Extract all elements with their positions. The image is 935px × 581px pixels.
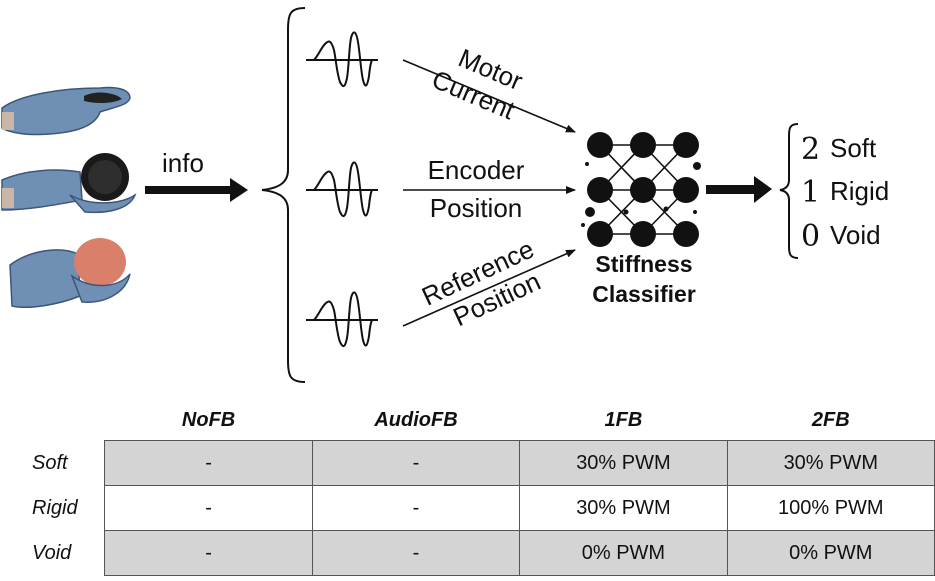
table-cell: 30% PWM: [519, 440, 728, 486]
table-cell: -: [311, 485, 521, 531]
output-value-soft: 2: [801, 132, 820, 167]
column-header-1fb: 1FB: [604, 408, 643, 431]
input-brace: [261, 7, 306, 383]
output-brace: [779, 123, 799, 259]
table-cell: -: [104, 440, 313, 486]
table-cell: -: [104, 485, 313, 531]
table-cell: -: [311, 440, 521, 486]
row-header-soft: Soft: [32, 451, 68, 474]
output-value-void: 0: [801, 219, 820, 254]
output-label-rigid: Rigid: [830, 176, 889, 206]
table-row-void: Void - - 0% PWM 0% PWM: [10, 530, 935, 576]
column-header-audiofb: AudioFB: [374, 408, 458, 431]
table-cell: 100% PWM: [726, 485, 935, 531]
encoder-position-label-line2: Position: [430, 193, 523, 223]
reference-position-arrow: [402, 249, 576, 327]
table-cell: -: [311, 530, 521, 576]
hand-pinch-image: [1, 86, 131, 136]
column-header-2fb: 2FB: [811, 408, 850, 431]
neural-network-icon: [581, 132, 701, 247]
hand-soft-object-image: [9, 238, 131, 309]
table-cell: 30% PWM: [726, 440, 935, 486]
table-row-rigid: Rigid - - 30% PWM 100% PWM: [10, 485, 935, 531]
encoder-position-label-line1: Encoder: [428, 155, 525, 185]
hand-rigid-object-image: [1, 153, 137, 214]
row-header-rigid: Rigid: [32, 496, 78, 519]
signal-waveform-icon-1: [306, 31, 378, 88]
table-header-row: NoFB AudioFB 1FB 2FB: [10, 400, 935, 441]
feedback-table: NoFB AudioFB 1FB 2FB Soft - - 30% PWM 30…: [10, 400, 935, 576]
output-label-void: Void: [830, 220, 881, 250]
info-label: info: [162, 148, 204, 178]
table-cell: 0% PWM: [519, 530, 728, 576]
output-value-rigid: 1: [801, 175, 820, 210]
motor-current-arrow: [402, 59, 576, 133]
output-arrow: [706, 176, 772, 203]
column-header-nofb: NoFB: [181, 408, 236, 431]
info-arrow: [145, 178, 248, 202]
table-row-soft: Soft - - 30% PWM 30% PWM: [10, 440, 935, 486]
table-cell: -: [104, 530, 313, 576]
row-header-void: Void: [32, 541, 72, 564]
table-corner-cell: [10, 400, 105, 441]
table-cell: 30% PWM: [519, 485, 728, 531]
classifier-label-line2: Classifier: [592, 281, 696, 307]
pipeline-diagram: info Motor Current Encoder Position Refe…: [1, 7, 889, 383]
table-cell: 0% PWM: [726, 530, 935, 576]
signal-waveform-icon-3: [306, 291, 378, 348]
classifier-label-line1: Stiffness: [595, 251, 692, 277]
signal-waveform-icon-2: [306, 161, 378, 218]
output-label-soft: Soft: [830, 133, 877, 163]
